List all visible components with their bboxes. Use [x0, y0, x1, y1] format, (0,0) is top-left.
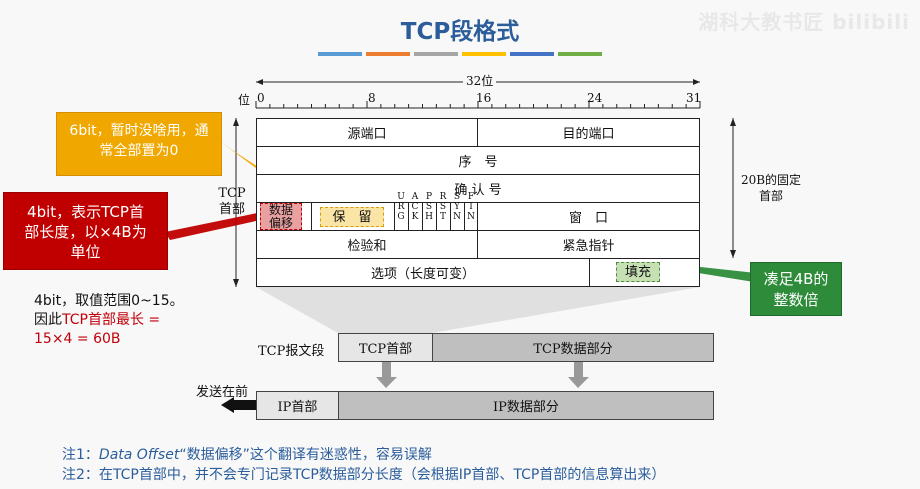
- flag-letter: C: [411, 202, 419, 212]
- flag-letter: G: [397, 212, 405, 222]
- tick-label: 0: [257, 91, 265, 105]
- checksum-field: 检验和: [256, 230, 478, 259]
- color-bar-segment: [414, 52, 458, 56]
- flag-divider: [450, 203, 451, 230]
- note-term: Data Offset: [98, 447, 180, 463]
- options-field: 选项（长度可变）: [256, 258, 590, 287]
- flag-divider: [408, 203, 409, 230]
- flag-letter: K: [411, 212, 419, 222]
- reserved-callout: 6bit，暂时没啥用，通常全部置为0: [56, 112, 222, 176]
- acknowledgment-number-field: 确 认 号: [256, 174, 700, 203]
- note-text: TCP首部最长 =: [62, 312, 161, 328]
- flag-letter: Y: [454, 202, 460, 212]
- window-field: 窗 口: [477, 202, 700, 231]
- tick-label: 24: [587, 91, 603, 105]
- color-bar-segment: [318, 52, 362, 56]
- watermark: 湖科大教书匠 bilibili: [698, 10, 910, 34]
- flag-letter: F: [467, 192, 475, 202]
- note-text: 因此: [34, 312, 62, 328]
- segment-header-block: TCP首部: [338, 333, 433, 362]
- header-length-note: 4bit，取值范围0~15。 因此TCP首部最长 = 15×4 = 60B: [34, 292, 184, 349]
- color-bar-segment: [558, 52, 602, 56]
- send-first-label: 发送在前: [196, 385, 249, 400]
- reserved-field: 保 留: [320, 207, 384, 227]
- flag-letter: A: [411, 192, 419, 202]
- note-line: 4bit，取值范围0~15。: [34, 293, 184, 309]
- note-1: 注1：Data Offset“数据偏移”这个翻译有迷惑性，容易误解: [62, 445, 432, 465]
- flag-letter: P: [425, 192, 433, 202]
- tcp-header-label: TCP首部: [214, 186, 250, 218]
- destination-port-field: 目的端口: [477, 118, 700, 147]
- fixed-header-label: 20B的固定首部: [740, 173, 802, 203]
- flag-letter: N: [453, 212, 461, 222]
- note-line: 15×4 = 60B: [34, 331, 121, 347]
- flag-letter: T: [439, 212, 446, 222]
- tcp-header-label-text: TCP首部: [218, 186, 246, 217]
- color-bar-segment: [510, 52, 554, 56]
- data-offset-field: 数据偏移: [260, 203, 302, 230]
- data-offset-callout: 4bit，表示TCP首部长度，以×4B为单位: [3, 192, 168, 270]
- flag-letter: U: [397, 192, 405, 202]
- flag-letter: S: [439, 202, 447, 212]
- color-bar-segment: [366, 52, 410, 56]
- ip-header-block: IP首部: [256, 391, 339, 420]
- flag-letter: S: [453, 192, 461, 202]
- segment-data-block: TCP数据部分: [432, 333, 714, 362]
- flag-letter: R: [397, 202, 405, 212]
- flag-letter: R: [439, 192, 447, 202]
- flag-letter: S: [425, 202, 433, 212]
- flag-divider: [422, 203, 423, 230]
- tcp-segment-label: TCP报文段: [258, 344, 325, 359]
- note-prefix: 注1：: [62, 447, 99, 463]
- urgent-pointer-field: 紧急指针: [477, 230, 700, 259]
- flag-letter: I: [469, 202, 473, 212]
- flag-letter: H: [425, 212, 433, 222]
- flag-letter: N: [467, 212, 475, 222]
- note-line: 因此TCP首部最长 =: [34, 311, 184, 330]
- tick-label: 8: [368, 91, 376, 105]
- padding-callout: 凑足4B的整数倍: [750, 262, 842, 316]
- ip-data-block: IP数据部分: [338, 391, 714, 420]
- note-text: “数据偏移”这个翻译有迷惑性，容易误解: [179, 447, 432, 463]
- data-offset-label: 数据偏移: [268, 203, 293, 230]
- width-label: 32位: [463, 72, 497, 89]
- tick-label: 31: [686, 91, 702, 105]
- flag-divider: [436, 203, 437, 230]
- page-title: TCP段格式: [400, 19, 520, 45]
- tick-label: 16: [476, 91, 492, 105]
- color-bar-segment: [462, 52, 506, 56]
- note-2: 注2：在TCP首部中，并不会专门记录TCP数据部分长度（会根据IP首部、TCP首…: [62, 467, 666, 483]
- bit-unit-label: 位: [238, 93, 251, 107]
- padding-field: 填充: [616, 262, 660, 282]
- padding-cell: [589, 258, 700, 287]
- flag-divider: [464, 203, 465, 230]
- source-port-field: 源端口: [256, 118, 478, 147]
- sequence-number-field: 序 号: [256, 146, 700, 175]
